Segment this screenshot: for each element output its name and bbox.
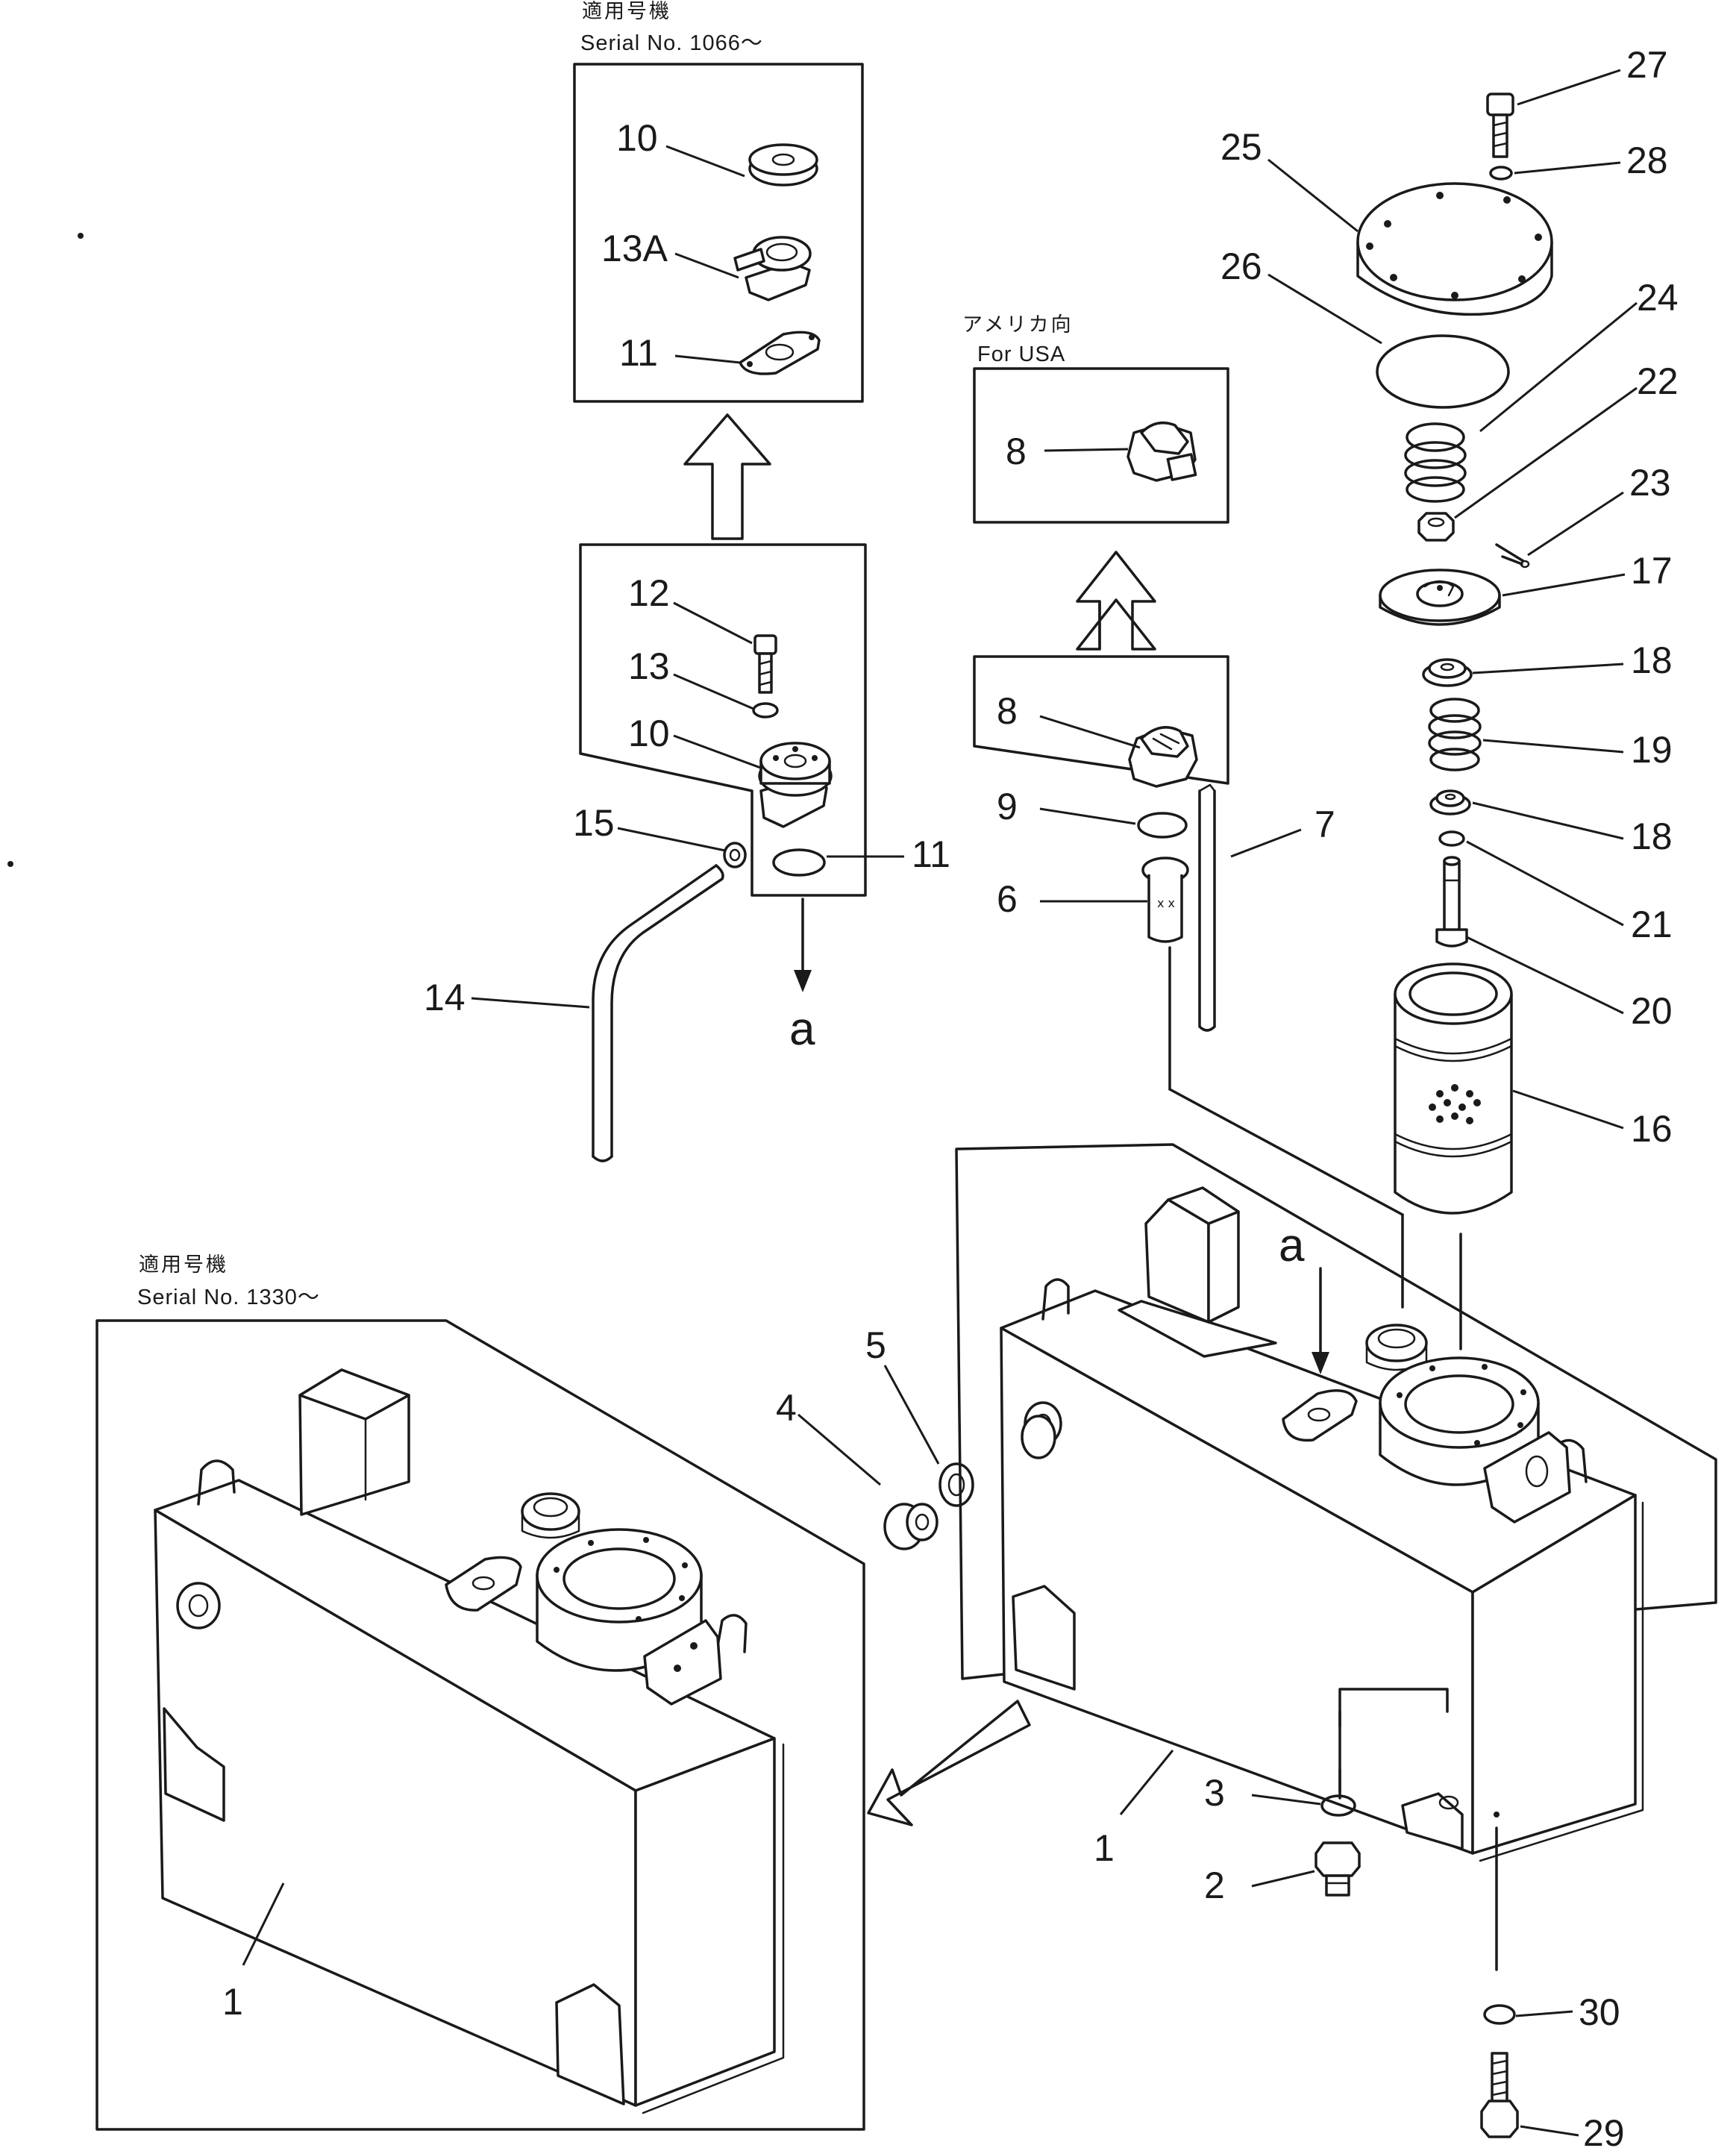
part-21-washer bbox=[1438, 830, 1465, 847]
part-label-1-right: 1 bbox=[1094, 1827, 1115, 1869]
flow-label-a-top: a bbox=[789, 1004, 815, 1055]
variant-arrow-left bbox=[867, 1700, 1031, 1826]
part-label-8-usa: 8 bbox=[1006, 430, 1027, 472]
part-label-12: 12 bbox=[628, 572, 670, 614]
serial-1066-frame bbox=[573, 63, 864, 403]
part-22-nut bbox=[1417, 512, 1455, 542]
part-18-seat-upper bbox=[1422, 658, 1473, 687]
flow-label-a-tank: a bbox=[1279, 1220, 1305, 1271]
part-17-valve bbox=[1379, 569, 1501, 626]
part-1-tank-variant bbox=[154, 1368, 785, 2114]
serial-1330-jp-note: 適用号機 bbox=[139, 1253, 228, 1277]
part-13-washer bbox=[752, 702, 779, 718]
serial-1330-frame bbox=[95, 1319, 865, 2131]
part-26-oring bbox=[1376, 334, 1510, 409]
part-label-25: 25 bbox=[1220, 126, 1262, 168]
part-20-stem bbox=[1435, 856, 1468, 948]
part-label-16: 16 bbox=[1631, 1108, 1673, 1150]
part-5-gasket bbox=[938, 1462, 974, 1507]
part-29-bolt bbox=[1480, 2052, 1519, 2138]
part-label-10-top: 10 bbox=[616, 117, 658, 159]
part-label-28: 28 bbox=[1626, 140, 1668, 181]
part-label-7: 7 bbox=[1314, 804, 1335, 845]
part-30-washer bbox=[1483, 2004, 1516, 2025]
part-label-22: 22 bbox=[1637, 360, 1679, 402]
filler-cap-frame bbox=[973, 655, 1229, 785]
part-label-1-left: 1 bbox=[222, 1981, 243, 2023]
part-label-18-upper: 18 bbox=[1631, 639, 1673, 681]
part-label-3: 3 bbox=[1204, 1772, 1225, 1814]
part-6-strainer: x x bbox=[1141, 857, 1404, 1216]
part-label-20: 20 bbox=[1631, 990, 1673, 1032]
part-label-11: 11 bbox=[912, 833, 950, 875]
part-label-15: 15 bbox=[573, 802, 615, 844]
part-28-washer bbox=[1489, 166, 1513, 181]
part-18-seat-lower bbox=[1429, 789, 1471, 815]
serial-1330-inset: 適用号機 Serial No. 1330～ bbox=[95, 1253, 865, 2131]
part-8-filler-cap bbox=[1128, 726, 1198, 788]
part-23-pin bbox=[1495, 543, 1530, 569]
part-2-drain-plug bbox=[1314, 1841, 1361, 1897]
tank-side-port bbox=[1021, 1415, 1056, 1459]
part-27-bolt bbox=[1486, 93, 1514, 158]
alternative-double-arrow bbox=[1076, 551, 1156, 651]
serial-1066-note: Serial No. 1066～ bbox=[580, 31, 763, 55]
part-label-19: 19 bbox=[1631, 729, 1673, 771]
part-label-8: 8 bbox=[997, 690, 1018, 732]
upgrade-arrow-up bbox=[683, 413, 771, 540]
part-label-6: 6 bbox=[997, 878, 1018, 920]
part-label-10: 10 bbox=[628, 713, 670, 754]
part-8-cap-usa bbox=[1126, 421, 1197, 482]
svg-text:x x: x x bbox=[1157, 896, 1175, 910]
part-label-11-top: 11 bbox=[619, 332, 658, 374]
part-25-cover bbox=[1356, 182, 1553, 316]
part-16-filter-element bbox=[1394, 962, 1513, 1215]
part-15-clamp bbox=[723, 842, 747, 868]
part-label-13a: 13A bbox=[601, 228, 668, 269]
usa-note: For USA bbox=[977, 342, 1065, 366]
part-label-13: 13 bbox=[628, 645, 670, 687]
part-label-24: 24 bbox=[1637, 277, 1679, 319]
part-10-cap-inset bbox=[748, 143, 818, 187]
part-1-hydraulic-tank bbox=[1000, 1186, 1644, 1862]
part-label-18-lower: 18 bbox=[1631, 815, 1673, 857]
breather-assembly-frame bbox=[579, 543, 867, 897]
part-label-14: 14 bbox=[424, 977, 466, 1018]
part-7-dipstick bbox=[1198, 783, 1216, 1032]
part-label-21: 21 bbox=[1631, 904, 1673, 945]
part-11-gasket-inset bbox=[739, 331, 821, 375]
part-14-hose bbox=[592, 864, 718, 1158]
part-19-spring bbox=[1428, 698, 1482, 771]
part-label-26: 26 bbox=[1220, 245, 1262, 287]
part-24-spring bbox=[1404, 422, 1467, 503]
serial-1330-note: Serial No. 1330～ bbox=[137, 1286, 320, 1309]
part-11-oring bbox=[772, 848, 826, 877]
part-label-30: 30 bbox=[1579, 1991, 1620, 2033]
usa-jp-note: アメリカ向 bbox=[962, 313, 1074, 336]
part-4-plug bbox=[883, 1503, 938, 1550]
part-label-4: 4 bbox=[776, 1387, 797, 1429]
serial-1066-jp-note: 適用号機 bbox=[582, 0, 671, 23]
serial-1066-inset: 適用号機 Serial No. 1066～ 10 13A 11 bbox=[573, 0, 864, 403]
part-12-bolt bbox=[753, 634, 777, 694]
part-label-17: 17 bbox=[1631, 550, 1673, 592]
part-9-gasket bbox=[1137, 812, 1188, 839]
part-label-29: 29 bbox=[1583, 2112, 1625, 2151]
main-tank-frame bbox=[955, 1143, 1717, 1680]
part-10-breather bbox=[758, 742, 833, 828]
part-3-oring bbox=[1320, 1794, 1356, 1817]
part-label-5: 5 bbox=[865, 1324, 886, 1366]
usa-inset: アメリカ向 For USA 8 bbox=[962, 313, 1229, 524]
part-label-2: 2 bbox=[1204, 1864, 1225, 1906]
part-label-27: 27 bbox=[1626, 44, 1668, 86]
part-label-9: 9 bbox=[997, 786, 1018, 827]
usa-frame bbox=[973, 367, 1229, 524]
part-13a-cover-inset bbox=[733, 236, 812, 301]
part-label-23: 23 bbox=[1629, 462, 1671, 504]
